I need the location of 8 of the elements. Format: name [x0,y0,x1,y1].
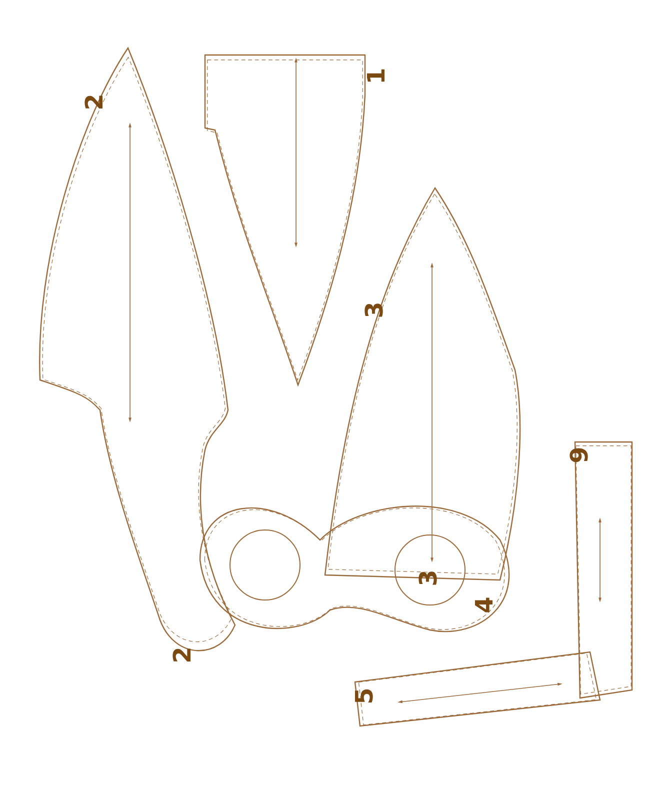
piece-number: 5 [352,688,376,704]
piece-number: 4 [472,596,496,614]
piece-number: 1 [364,68,388,84]
piece-number: 3 [416,570,440,586]
piece-number: 2 [170,646,194,664]
piece-number: 9 [567,446,592,464]
piece-number: 3 [362,302,386,318]
piece-number: 2 [82,94,106,110]
